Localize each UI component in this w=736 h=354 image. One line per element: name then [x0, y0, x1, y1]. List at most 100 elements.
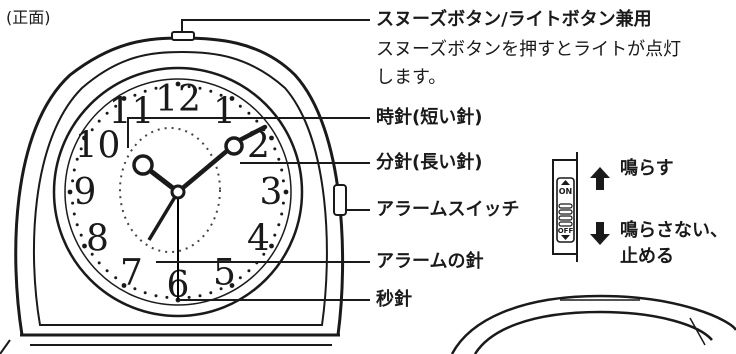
switch-down-action-line2: 止める [620, 246, 674, 267]
leader-hour-hand [127, 117, 370, 148]
minute-tick-dot [187, 85, 191, 89]
minute-tick-dot [82, 135, 87, 141]
clock-back-partial-view [450, 294, 736, 354]
callout-alarm-switch: アラームスイッチ [376, 199, 520, 220]
callout-snooze-desc-line1: スヌーズボタンを押すとライトが点灯 [376, 39, 682, 60]
leader-lines [127, 19, 370, 301]
minute-tick-dot [165, 85, 169, 89]
minute-tick-dot [75, 157, 79, 161]
callout-minute-hand: 分針(長い針) [376, 152, 483, 173]
callout-snooze-desc-line2: します。 [376, 67, 447, 88]
minute-hand [175, 124, 268, 195]
dial-numeral: 4 [247, 219, 270, 260]
minute-tick-dot [209, 291, 213, 295]
minute-tick-dot [90, 128, 94, 132]
dial-numeral: 11 [109, 92, 155, 133]
dial-numeral: 1 [213, 92, 236, 133]
minute-tick-dot [79, 233, 83, 237]
minute-tick-dot [175, 81, 181, 87]
leader-snooze [181, 19, 370, 32]
minute-tick-dot [133, 287, 137, 291]
view-label: (正面) [6, 8, 51, 27]
dial-numeral: 8 [86, 219, 109, 260]
minute-tick-dot [247, 111, 251, 115]
switch-off-label: OFF [557, 227, 574, 235]
minute-tick-dot [90, 252, 94, 256]
minute-tick-dot [75, 223, 79, 227]
minute-tick-dot [105, 269, 109, 273]
minute-tick-dot [219, 93, 223, 97]
minute-tick-dot [277, 223, 281, 227]
dial-numeral: 9 [74, 172, 97, 213]
minute-tick-dot [229, 96, 235, 101]
hour-hand-ring [132, 154, 154, 176]
minute-tick-dot [187, 295, 191, 299]
dial-numeral: 5 [213, 253, 236, 294]
minute-tick-dot [273, 147, 277, 151]
minute-ticks [67, 81, 289, 303]
minute-tick-dot [143, 291, 147, 295]
minute-tick-dot [67, 189, 73, 195]
minute-tick-dot [105, 111, 109, 115]
minute-tick-dot [247, 269, 251, 273]
minute-tick-dot [269, 135, 274, 141]
dial-face [52, 66, 304, 318]
dial-numeral: 12 [155, 79, 201, 120]
up-arrow-icon [590, 167, 610, 190]
minute-tick-dot [255, 119, 259, 123]
callout-second-hand: 秒針 [376, 289, 412, 310]
minute-tick-dot [82, 243, 87, 249]
minute-tick-dot [238, 104, 242, 108]
minute-tick-dot [283, 189, 289, 195]
callout-snooze-light: スヌーズボタン/ライトボタン兼用 [376, 9, 652, 30]
minute-tick-dot [229, 283, 235, 288]
center-cap [170, 184, 186, 200]
switch-down-action-line1: 鳴らさない、 [620, 220, 728, 241]
minute-tick-dot [198, 294, 202, 298]
callout-alarm-hand: アラームの針 [376, 251, 484, 272]
minute-tick-dot [262, 252, 266, 256]
minute-tick-dot [273, 233, 277, 237]
minute-tick-dot [219, 287, 223, 291]
switch-on-label: ON [558, 187, 573, 196]
minute-tick-dot [238, 276, 242, 280]
minute-tick-dot [133, 93, 137, 97]
minute-tick-dot [281, 201, 285, 205]
minute-tick-dot [277, 157, 281, 161]
minute-tick-dot [209, 89, 213, 93]
minute-tick-dot [269, 243, 274, 249]
minute-tick-dot [121, 96, 127, 101]
clock-hands [132, 124, 268, 300]
minute-hand-ring [224, 136, 244, 156]
minute-tick-dot [281, 179, 285, 183]
dial-numeral: 3 [260, 172, 283, 213]
minute-tick-dot [79, 147, 83, 151]
minute-tick-dot [72, 212, 76, 216]
minute-tick-dot [71, 201, 75, 205]
minute-tick-dot [165, 295, 169, 299]
switch-up-action: 鳴らす [620, 158, 674, 179]
dial-center-window [119, 127, 221, 253]
alarm-hand [147, 191, 180, 241]
snooze-button [171, 31, 195, 41]
callout-hour-hand: 時針(短い針) [376, 107, 483, 128]
switch-up-arrow-small [561, 180, 570, 185]
down-arrow-icon [590, 222, 610, 245]
minute-tick-dot [97, 261, 101, 265]
minute-tick-dot [280, 212, 284, 216]
switch-down-arrow-small [561, 235, 570, 240]
minute-tick-dot [72, 168, 76, 172]
switch-detail [552, 152, 610, 262]
minute-tick-dot [97, 119, 101, 123]
dial-numeral: 7 [120, 253, 143, 294]
minute-tick-dot [143, 89, 147, 93]
clock-inner-rim [32, 50, 328, 326]
dial-numeral: 10 [75, 126, 121, 167]
minute-tick-dot [71, 179, 75, 183]
minute-tick-dot [114, 276, 118, 280]
minute-tick-dot [280, 168, 284, 172]
minute-tick-dot [121, 283, 127, 288]
minute-tick-dot [154, 294, 158, 298]
